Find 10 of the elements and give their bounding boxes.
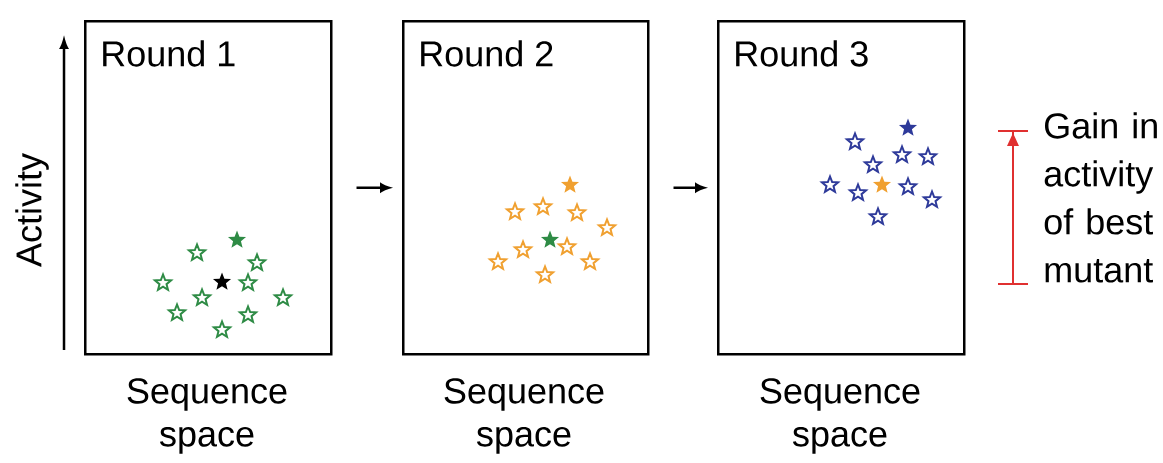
axis-label: Activity	[15, 153, 49, 267]
axis-caption: Sequence space	[444, 378, 604, 454]
panel-title: Round 1	[103, 40, 235, 67]
gain-label: Gain in activity of best mutant	[1044, 112, 1157, 283]
panel-title: Round 2	[421, 40, 553, 67]
arrow	[356, 183, 390, 193]
axis-caption: Sequence space	[127, 378, 287, 454]
panel-title: Round 3	[736, 40, 868, 67]
arrow	[673, 183, 705, 193]
axis-caption: Sequence space	[760, 378, 920, 454]
